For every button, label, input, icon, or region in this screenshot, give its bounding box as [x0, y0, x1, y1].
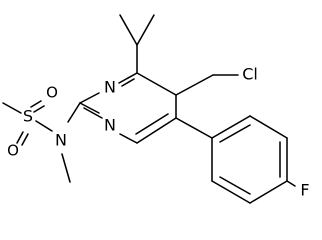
isopropyl-upper-left-bond: [119, 14, 138, 46]
bottom-oxygen-label: O: [7, 142, 19, 160]
ring-right-inner-double-bond: [135, 113, 169, 135]
aryl-top-right-bond: [249, 115, 288, 139]
nitrogen-to-sulfur-bond: [35, 120, 53, 132]
atom-label-layer: Cl S O O N N N F: [7, 65, 310, 200]
sulfur-to-bottom-oxygen-double-bond-b: [21, 133, 29, 146]
ring-to-aryl-bond: [175, 117, 213, 139]
chemical-structure-canvas: Cl S O O N N N F: [2, 14, 310, 204]
ring-lower-nitrogen-label: N: [104, 116, 116, 135]
sulfonamide-nitrogen-label: N: [55, 131, 67, 150]
aryl-bottom-right-bond: [249, 180, 288, 204]
aryl-inner-top-left-double-bond: [219, 124, 251, 143]
nitrogen-to-methyl-bond: [61, 153, 71, 183]
ring-top-left-inner-double-bond: [121, 78, 135, 87]
sulfur-to-top-oxygen-double-bond-b: [33, 105, 45, 113]
isopropyl-upper-right-bond: [136, 14, 155, 46]
molecule-diagram: Cl S O O N N N F: [2, 14, 310, 204]
ring-left-lower-inner-double-bond: [83, 107, 103, 119]
chlorine-label: Cl: [242, 65, 258, 84]
ring-left-lower-bond: [79, 102, 100, 114]
ring-upper-nitrogen-label: N: [104, 78, 116, 97]
sulfur-to-bottom-oxygen-double-bond-a: [16, 131, 24, 144]
aryl-to-fluorine-bond: [286, 180, 296, 187]
fluorine-label: F: [300, 181, 309, 200]
ring-to-sulfonamide-nitrogen-bond: [67, 102, 81, 123]
ring-top-right-bond: [136, 72, 177, 96]
ring-right-lower-bond: [136, 117, 177, 144]
sulfur-to-top-oxygen-double-bond-a: [30, 100, 42, 108]
bond-layer: [2, 14, 296, 204]
aryl-inner-bottom-left-double-bond: [219, 176, 251, 195]
chloromethyl-to-ring-bond: [175, 74, 214, 96]
sulfur-label: S: [23, 107, 33, 126]
top-oxygen-label: O: [46, 84, 58, 102]
ring-bottom-left-bond: [119, 133, 138, 144]
aryl-bottom-left-bond: [211, 180, 251, 204]
aryl-top-left-bond: [211, 115, 251, 139]
ring-left-upper-bond: [79, 92, 100, 104]
sulfur-to-methyl-bond: [2, 102, 22, 114]
ring-top-left-bond: [118, 72, 138, 84]
